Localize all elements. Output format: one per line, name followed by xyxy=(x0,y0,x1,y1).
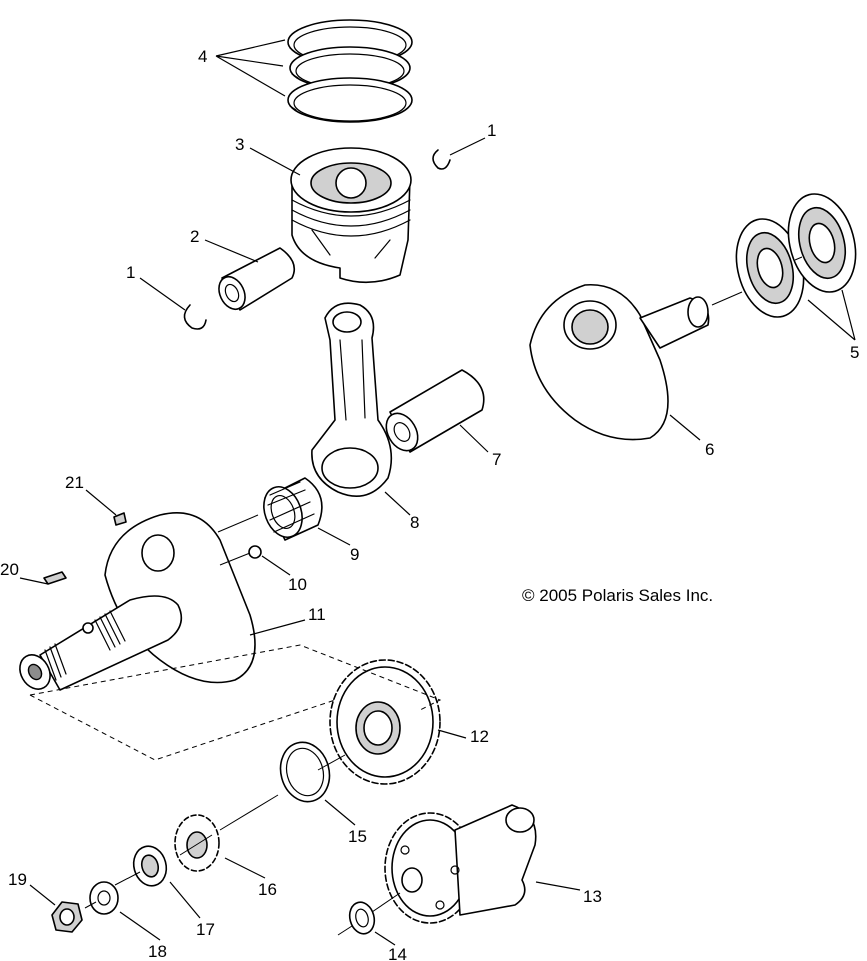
part-circlip-top xyxy=(432,149,451,170)
callout-5: 5 xyxy=(850,343,859,362)
part-thrust-washer xyxy=(279,741,331,803)
part-woodruff-key-20 xyxy=(43,571,67,585)
part-dowel-ball xyxy=(248,545,262,559)
callout-16: 16 xyxy=(258,880,277,899)
leader-lines xyxy=(19,39,856,946)
callout-18: 18 xyxy=(148,942,167,961)
part-needle-bearing xyxy=(263,477,323,541)
callout-12: 12 xyxy=(470,727,489,746)
callout-21: 21 xyxy=(65,473,84,492)
callout-2: 2 xyxy=(190,227,199,246)
callout-20: 20 xyxy=(0,560,19,579)
callout-19: 19 xyxy=(8,870,27,889)
copyright-notice: © 2005 Polaris Sales Inc. xyxy=(522,586,713,605)
center-lines xyxy=(84,256,803,936)
part-washer xyxy=(89,881,119,915)
part-crank-half-left xyxy=(19,511,256,691)
assembly-boundary xyxy=(29,644,442,761)
callout-4: 4 xyxy=(198,47,207,66)
callout-14: 14 xyxy=(388,945,407,961)
part-collar xyxy=(132,845,168,887)
callout-6: 6 xyxy=(705,440,714,459)
part-nut xyxy=(51,901,83,933)
callout-13: 13 xyxy=(583,887,602,906)
part-balance-shaft xyxy=(384,804,537,924)
callout-10: 10 xyxy=(288,575,307,594)
callout-numbers: 4 1 3 2 1 5 6 7 8 9 10 11 21 20 12 15 16… xyxy=(0,47,859,961)
part-piston xyxy=(290,147,412,284)
part-crank-half-right xyxy=(529,283,710,441)
part-woodruff-key-21 xyxy=(113,512,127,526)
callout-17: 17 xyxy=(196,920,215,939)
callout-7: 7 xyxy=(492,450,501,469)
callout-8: 8 xyxy=(410,513,419,532)
part-piston-rings xyxy=(287,19,413,123)
callout-3: 3 xyxy=(235,135,244,154)
part-ball-bearings xyxy=(735,193,857,318)
part-drive-gear xyxy=(329,659,441,785)
callout-1-top: 1 xyxy=(487,121,496,140)
part-connecting-rod xyxy=(311,302,393,497)
part-crank-pin xyxy=(385,369,485,453)
part-sprocket xyxy=(174,814,220,872)
part-circlip-left xyxy=(183,304,207,330)
callout-1-left: 1 xyxy=(126,263,135,282)
callout-9: 9 xyxy=(350,545,359,564)
part-piston-pin xyxy=(218,247,296,311)
callout-11: 11 xyxy=(308,605,326,624)
part-small-washer xyxy=(348,901,376,935)
callout-15: 15 xyxy=(348,827,367,846)
